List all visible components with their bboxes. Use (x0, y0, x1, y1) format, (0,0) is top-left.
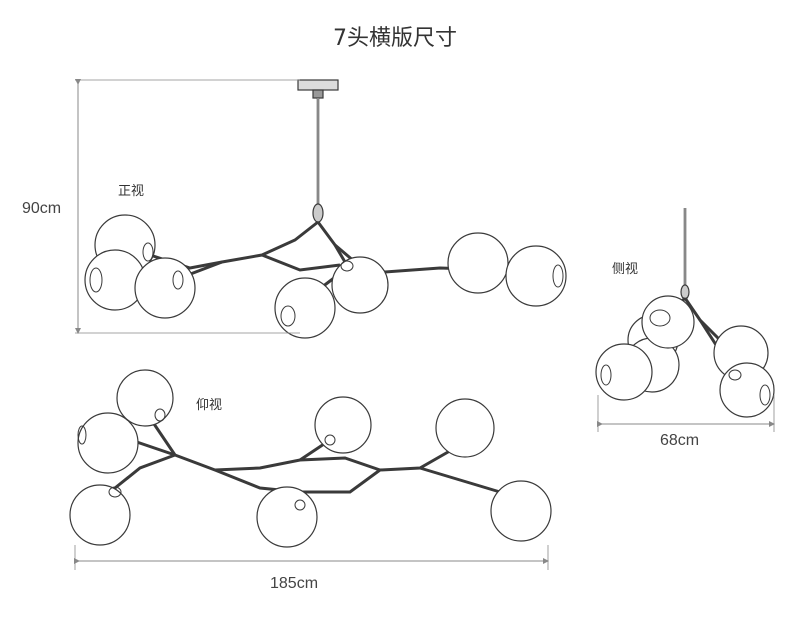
length-dimension (74, 545, 549, 570)
diagram-title: 7头横版尺寸 (333, 26, 457, 51)
depth-dimension (597, 395, 775, 432)
ceiling-canopy (297, 79, 339, 91)
side-view (595, 208, 775, 418)
height-dimension-label: 90cm (22, 200, 62, 217)
height-dimension (75, 79, 300, 334)
bottom-view-label: 仰视 (196, 398, 223, 413)
front-globes (84, 214, 567, 339)
bottom-branches (109, 417, 501, 512)
depth-dimension-label: 68cm (660, 432, 700, 449)
side-view-label: 侧视 (612, 262, 639, 277)
bottom-globes (69, 369, 552, 548)
front-view (84, 79, 567, 339)
front-view-label: 正视 (118, 184, 145, 199)
length-dimension-label: 185cm (270, 575, 319, 592)
bottom-view (69, 369, 552, 548)
